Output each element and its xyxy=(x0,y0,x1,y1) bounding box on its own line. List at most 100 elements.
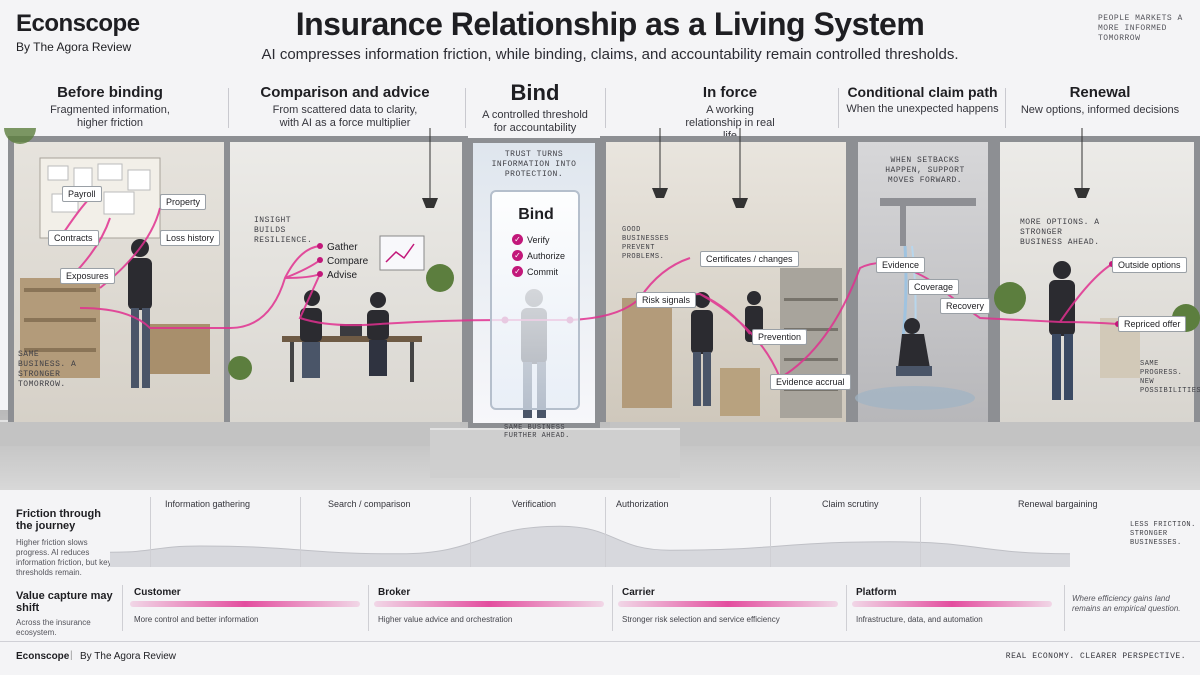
actor-platform-desc: Infrastructure, data, and automation xyxy=(856,615,983,624)
friction-stage-label: Information gathering xyxy=(165,499,251,509)
value-divider xyxy=(122,585,123,631)
value-legend: Value capture may shift Across the insur… xyxy=(16,590,116,638)
stage-desc: Fragmented information, higher friction xyxy=(50,104,170,129)
note-renewal-side: SAME PROGRESS. NEW POSSIBILITIES. xyxy=(1140,360,1200,395)
note-comparison: INSIGHT BUILDS RESILIENCE. xyxy=(254,216,313,245)
stage-title: Before binding xyxy=(57,84,163,101)
label-repriced-offer: Repriced offer xyxy=(1118,316,1187,332)
note-claim: WHEN SETBACKS HAPPEN, SUPPORT MOVES FORW… xyxy=(885,156,965,185)
check-icon: ✓ xyxy=(512,266,523,277)
value-dot-bands xyxy=(130,601,1052,607)
friction-divider xyxy=(300,497,301,567)
label-prevention: Prevention xyxy=(752,329,808,345)
stage-claim-path: Conditional claim path When the unexpect… xyxy=(845,84,1000,116)
stage-divider xyxy=(838,88,839,128)
actor-platform: Platform xyxy=(856,587,897,598)
check-icon: ✓ xyxy=(512,250,523,261)
stage-before-binding: Before binding Fragmented information, h… xyxy=(20,84,200,130)
note-bind-floor: SAME BUSINESS FURTHER AHEAD. xyxy=(504,424,570,440)
bind-step-label: Authorize xyxy=(527,250,566,261)
friction-stage-label: Claim scrutiny xyxy=(822,499,879,509)
footer-subtitle: By The Agora Review xyxy=(80,651,176,662)
label-loss-history: Loss history xyxy=(160,230,221,246)
value-band-carrier xyxy=(618,601,838,607)
check-icon: ✓ xyxy=(512,234,523,245)
stage-title: Conditional claim path xyxy=(847,84,998,100)
bind-card-title: Bind xyxy=(518,206,554,223)
scene-illustration xyxy=(4,128,1200,418)
actor-customer: Customer xyxy=(134,587,181,598)
actor-carrier: Carrier xyxy=(622,587,655,598)
label-coverage: Coverage xyxy=(908,279,960,295)
value-title: Value capture may shift xyxy=(16,590,113,614)
label-compare: Compare xyxy=(327,256,369,267)
footer-tagline: REAL ECONOMY. CLEARER PERSPECTIVE. xyxy=(1005,652,1186,661)
stage-comparison: Comparison and advice From scattered dat… xyxy=(240,84,450,130)
value-divider xyxy=(1064,585,1065,631)
friction-divider xyxy=(605,497,606,567)
label-gather: Gather xyxy=(327,242,358,253)
label-evidence: Evidence xyxy=(876,257,926,273)
room-renewal xyxy=(994,136,1200,422)
label-property: Property xyxy=(160,194,207,210)
friction-line xyxy=(110,525,1071,555)
stage-desc: From scattered data to clarity, with AI … xyxy=(272,104,418,129)
friction-divider xyxy=(770,497,771,567)
brand-subtitle: By The Agora Review xyxy=(16,40,132,54)
friction-divider xyxy=(920,497,921,567)
friction-stage-label: Verification xyxy=(512,499,557,509)
stage-title: Renewal xyxy=(1069,84,1131,101)
label-contracts: Contracts xyxy=(48,230,99,246)
friction-title: Friction through the journey xyxy=(16,508,101,532)
note-in-force: GOOD BUSINESSES PREVENT PROBLEMS. xyxy=(622,226,670,261)
stage-desc: A controlled threshold for accountabilit… xyxy=(482,109,588,134)
friction-area xyxy=(110,526,1070,567)
label-exposures: Exposures xyxy=(60,268,115,284)
actor-broker: Broker xyxy=(378,587,411,598)
value-divider xyxy=(612,585,613,631)
bind-platform-step xyxy=(430,428,680,478)
value-band-customer xyxy=(130,601,360,607)
label-evidence-accrual: Evidence accrual xyxy=(770,374,851,390)
bind-step-label: Commit xyxy=(527,266,558,277)
value-divider xyxy=(846,585,847,631)
label-certificates: Certificates / changes xyxy=(700,251,799,267)
page-title: Insurance Relationship as a Living Syste… xyxy=(295,6,925,42)
person-client xyxy=(367,292,389,376)
friction-end-note: LESS FRICTION. STRONGER BUSINESSES. xyxy=(1130,521,1196,547)
value-band-platform xyxy=(852,601,1052,607)
person-renewal xyxy=(1049,261,1075,400)
friction-curve-chart xyxy=(110,525,1071,567)
stage-divider xyxy=(605,88,606,128)
footer-separator: | xyxy=(70,650,73,661)
stage-divider xyxy=(1005,88,1006,128)
person-in-force xyxy=(691,292,713,406)
actor-customer-desc: More control and better information xyxy=(134,615,259,624)
stage-divider xyxy=(465,88,466,128)
stage-desc: New options, informed decisions xyxy=(1020,104,1180,116)
stage-title: In force xyxy=(702,84,758,101)
friction-stage-label: Authorization xyxy=(616,499,669,509)
person-advisor xyxy=(300,290,322,378)
stage-renewal: Renewal New options, informed decisions xyxy=(1012,84,1188,117)
bind-glass-panel xyxy=(490,190,580,410)
person-claim xyxy=(896,318,932,376)
footer-brand: Econscope xyxy=(16,651,70,662)
friction-divider xyxy=(150,497,151,567)
friction-stage-label: Renewal bargaining xyxy=(1018,499,1098,509)
note-renewal: MORE OPTIONS. A STRONGER BUSINESS AHEAD. xyxy=(1020,218,1100,247)
brand-block: Econscope By The Agora Review xyxy=(16,10,140,54)
tagline: PEOPLE MARKETS A MORE INFORMED TOMORROW xyxy=(1098,14,1183,43)
stage-bind: Bind A controlled threshold for accounta… xyxy=(470,80,600,135)
stage-title: Comparison and advice xyxy=(260,84,430,101)
friction-desc: Higher friction slows progress. AI reduc… xyxy=(16,538,112,577)
friction-legend: Friction through the journey Higher fric… xyxy=(16,508,116,578)
stage-divider xyxy=(228,88,229,128)
bind-step-label: Verify xyxy=(527,234,550,245)
note-bind-top: TRUST TURNS INFORMATION INTO PROTECTION. xyxy=(491,150,577,179)
stage-desc: When the unexpected happens xyxy=(846,103,999,115)
label-outside-options: Outside options xyxy=(1112,257,1187,273)
value-desc: Across the insurance ecosystem. xyxy=(16,618,91,637)
label-risk-signals: Risk signals xyxy=(636,292,697,308)
label-payroll: Payroll xyxy=(62,186,102,202)
